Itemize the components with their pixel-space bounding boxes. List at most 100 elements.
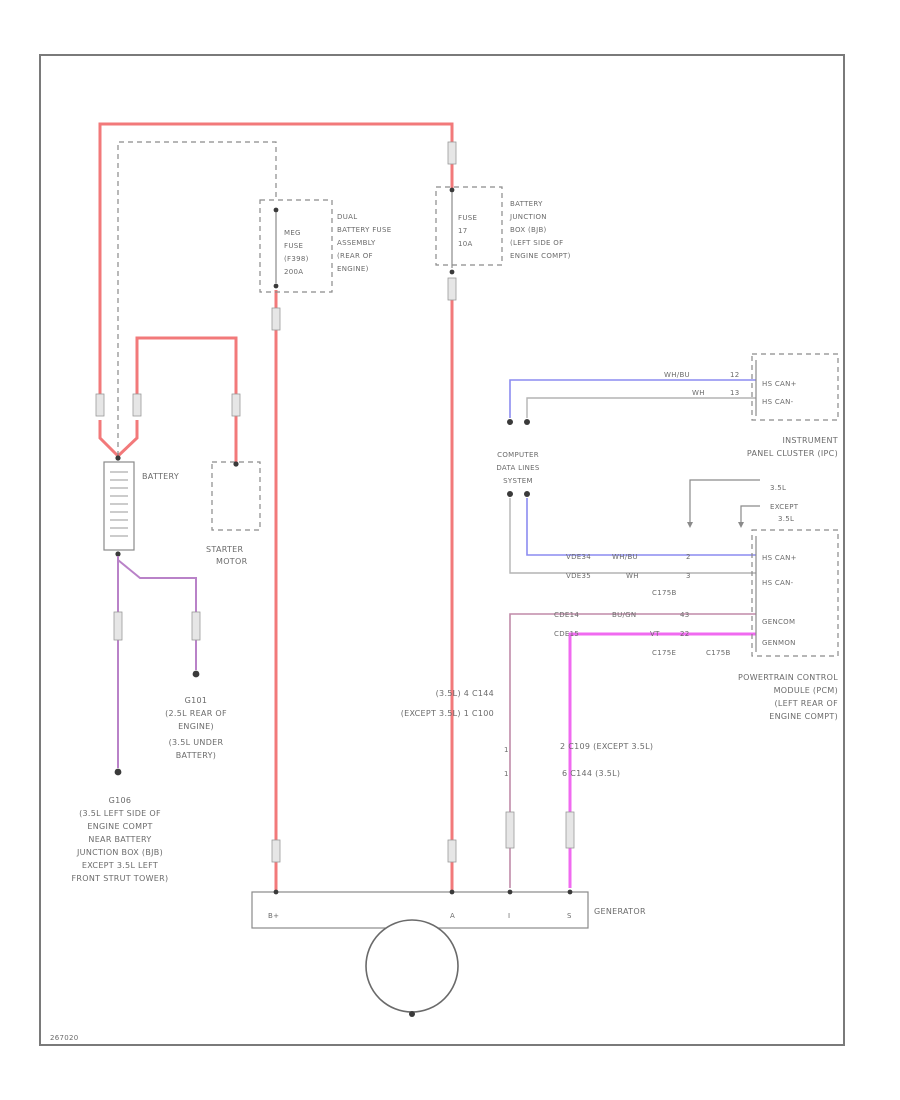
svg-text:S: S (567, 912, 572, 920)
variant-except-line (740, 505, 760, 525)
svg-text:INSTRUMENT: INSTRUMENT (782, 436, 838, 445)
svg-text:A: A (450, 912, 455, 920)
starter-cable (135, 336, 238, 462)
gen-pin1-label-b: 1 (504, 770, 509, 778)
svg-text:DATA LINES: DATA LINES (496, 464, 540, 472)
footer-code: 267020 (50, 1034, 79, 1042)
gen-pin1-label: 1 (504, 746, 509, 754)
svg-text:G106: G106 (109, 796, 132, 805)
bjb-fuse-label: FUSE 17 10A (458, 214, 477, 248)
svg-text:3.5L: 3.5L (778, 515, 794, 523)
battery-connector-2 (132, 393, 142, 417)
svg-text:COMPUTER: COMPUTER (497, 451, 539, 459)
pcm-label: POWERTRAIN CONTROL MODULE (PCM) (LEFT RE… (738, 673, 838, 721)
battery-junction-left (98, 420, 120, 458)
ipc-can-low-wire (526, 397, 756, 418)
svg-text:WH: WH (692, 389, 705, 397)
svg-text:WH: WH (626, 572, 639, 580)
svg-text:(F398): (F398) (284, 255, 309, 263)
svg-text:MODULE (PCM): MODULE (PCM) (774, 686, 838, 695)
fuse-connector-top (447, 141, 457, 165)
svg-text:13: 13 (730, 389, 740, 397)
svg-text:EXCEPT 3.5L LEFT: EXCEPT 3.5L LEFT (82, 861, 158, 870)
pcm-can-high-wire (526, 498, 756, 556)
starter-motor-label: STARTER MOTOR (206, 545, 248, 566)
gencom-wire (509, 613, 756, 888)
fuse-connector-mega-bottom (271, 307, 281, 331)
fuse-connector-bjb-bottom (447, 277, 457, 301)
svg-text:NEAR BATTERY: NEAR BATTERY (88, 835, 151, 844)
conn-c175b-label-2: C175B (706, 649, 731, 657)
svg-text:CDE15: CDE15 (554, 630, 579, 638)
ipc-label: INSTRUMENT PANEL CLUSTER (IPC) (747, 436, 838, 458)
svg-text:6 C144 (3.5L): 6 C144 (3.5L) (562, 769, 620, 778)
svg-text:PANEL CLUSTER (IPC): PANEL CLUSTER (IPC) (747, 449, 838, 458)
svg-text:(2.5L REAR OF: (2.5L REAR OF (165, 709, 227, 718)
svg-text:MEG: MEG (284, 229, 301, 237)
svg-text:ENGINE COMPT): ENGINE COMPT) (769, 712, 838, 721)
generator-rotor (365, 919, 459, 1013)
svg-text:DUAL: DUAL (337, 213, 357, 221)
gen-b-connector (271, 839, 281, 863)
svg-text:FRONT STRUT TOWER): FRONT STRUT TOWER) (72, 874, 169, 883)
variant-35-label: 3.5L (770, 484, 786, 492)
g106-label: G106 (3.5L LEFT SIDE OF ENGINE COMPT NEA… (72, 796, 169, 883)
svg-text:2 C109 (EXCEPT 3.5L): 2 C109 (EXCEPT 3.5L) (560, 742, 653, 751)
svg-text:BATTERY: BATTERY (510, 200, 543, 208)
battery-symbol (103, 461, 135, 551)
generator-label: GENERATOR (594, 907, 646, 916)
ipc-pin-labels: HS CAN+ HS CAN- (762, 380, 797, 406)
svg-text:ENGINE): ENGINE) (178, 722, 214, 731)
conn-c175e-label-1: C175E (652, 649, 676, 657)
diagram-frame (39, 54, 845, 1046)
svg-text:I: I (508, 912, 510, 920)
svg-text:JUNCTION BOX (BJB): JUNCTION BOX (BJB) (76, 848, 163, 857)
svg-text:12: 12 (730, 371, 740, 379)
svg-text:B+: B+ (268, 912, 279, 920)
bjb-label: BATTERY JUNCTION BOX (BJB) (LEFT SIDE OF… (509, 200, 571, 260)
battery-connector-1 (95, 393, 105, 417)
svg-text:MOTOR: MOTOR (216, 557, 248, 566)
svg-text:VT: VT (650, 630, 660, 638)
svg-text:JUNCTION: JUNCTION (509, 213, 547, 221)
ground-wire-g101 (117, 559, 197, 670)
svg-text:VDE34: VDE34 (566, 553, 591, 561)
svg-text:VDE35: VDE35 (566, 572, 591, 580)
gen-a-connector (447, 839, 457, 863)
svg-text:BU/GN: BU/GN (612, 611, 636, 619)
g101-label: G101 (2.5L REAR OF ENGINE) (3.5L UNDER B… (165, 696, 227, 760)
svg-text:BOX (BJB): BOX (BJB) (510, 226, 547, 234)
pcm-pin-labels: HS CAN+ HS CAN- GENCOM GENMON (762, 554, 797, 647)
bjb-fuse-box (435, 186, 503, 266)
pcm-box (751, 529, 839, 657)
svg-text:(3.5L) 4 C144: (3.5L) 4 C144 (436, 689, 494, 698)
svg-text:BATTERY FUSE: BATTERY FUSE (337, 226, 391, 234)
ground-g106-dot (114, 768, 122, 776)
gen-conn-notes: 2 C109 (EXCEPT 3.5L) 6 C144 (3.5L) (560, 742, 653, 778)
svg-text:ENGINE COMPT: ENGINE COMPT (87, 822, 152, 831)
splice-label: COMPUTER DATA LINES SYSTEM (496, 451, 540, 485)
svg-text:EXCEPT: EXCEPT (770, 503, 799, 511)
ipc-box (751, 353, 839, 421)
conn-c175b-label: C175B (652, 589, 677, 597)
svg-text:ENGINE COMPT): ENGINE COMPT) (510, 252, 571, 260)
svg-text:HS CAN-: HS CAN- (762, 579, 794, 587)
svg-text:HS CAN+: HS CAN+ (762, 380, 797, 388)
svg-text:GENCOM: GENCOM (762, 618, 795, 626)
svg-text:(3.5L LEFT SIDE OF: (3.5L LEFT SIDE OF (79, 809, 161, 818)
svg-text:3: 3 (686, 572, 691, 580)
svg-text:G101: G101 (185, 696, 208, 705)
svg-text:ASSEMBLY: ASSEMBLY (337, 239, 376, 247)
dual-fuse-label: DUAL BATTERY FUSE ASSEMBLY (REAR OF ENGI… (337, 213, 391, 273)
fuse-assembly-outline (117, 141, 277, 456)
svg-text:43: 43 (680, 611, 690, 619)
svg-text:WH/BU: WH/BU (664, 371, 690, 379)
variant-except-label: EXCEPT 3.5L (770, 503, 799, 523)
svg-text:(3.5L UNDER: (3.5L UNDER (169, 738, 224, 747)
variant-35-line (689, 479, 760, 525)
ground-g101-dot (192, 670, 200, 678)
svg-text:17: 17 (458, 227, 468, 235)
svg-text:SYSTEM: SYSTEM (503, 477, 533, 485)
svg-text:FUSE: FUSE (284, 242, 303, 250)
battery-label: BATTERY (142, 472, 179, 481)
